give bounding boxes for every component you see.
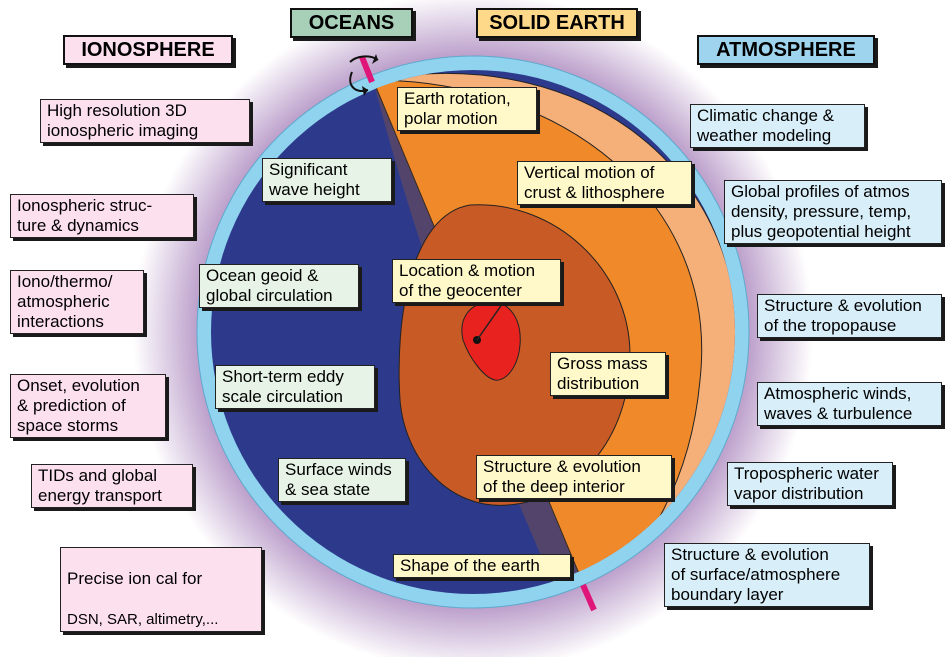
iono-item-line: Precise ion cal for [67,569,202,588]
atmo-item: Atmospheric winds, waves & turbulence [757,382,942,426]
iono-item-line: DSN, SAR, altimetry,... [67,611,218,628]
ocean-item: Short-term eddy scale circulation [215,365,375,409]
solid-item: Structure & evolution of the deep interi… [476,455,672,499]
header-atmosphere: ATMOSPHERE [697,35,875,65]
atmo-item: Global profiles of atmos density, pressu… [724,180,942,244]
iono-item: Precise ion cal for DSN, SAR, altimetry,… [60,547,262,632]
iono-item: High resolution 3D ionospheric imaging [40,99,250,143]
header-ionosphere: IONOSPHERE [63,35,233,65]
ocean-item: Significant wave height [262,158,392,202]
ocean-item: Surface winds & sea state [278,458,406,502]
iono-item: Iono/thermo/ atmospheric interactions [10,270,144,334]
header-oceans: OCEANS [290,8,413,38]
header-solid-earth: SOLID EARTH [476,8,638,38]
solid-item: Location & motion of the geocenter [392,259,561,303]
atmo-item: Structure & evolution of the tropopause [757,294,942,338]
atmo-item: Climatic change & weather modeling [690,104,865,148]
iono-item: Onset, evolution & prediction of space s… [10,374,166,438]
solid-item: Gross mass distribution [550,352,666,396]
solid-item: Vertical motion of crust & lithosphere [517,161,692,205]
atmo-item: Tropospheric water vapor distribution [727,462,893,506]
atmo-item: Structure & evolution of surface/atmosph… [664,543,870,607]
ocean-item: Ocean geoid & global circulation [199,264,359,308]
solid-item: Earth rotation, polar motion [397,87,537,131]
iono-item: TIDs and global energy transport [31,464,193,508]
solid-item: Shape of the earth [393,554,571,578]
iono-item: Ionospheric struc- ture & dynamics [10,194,194,238]
